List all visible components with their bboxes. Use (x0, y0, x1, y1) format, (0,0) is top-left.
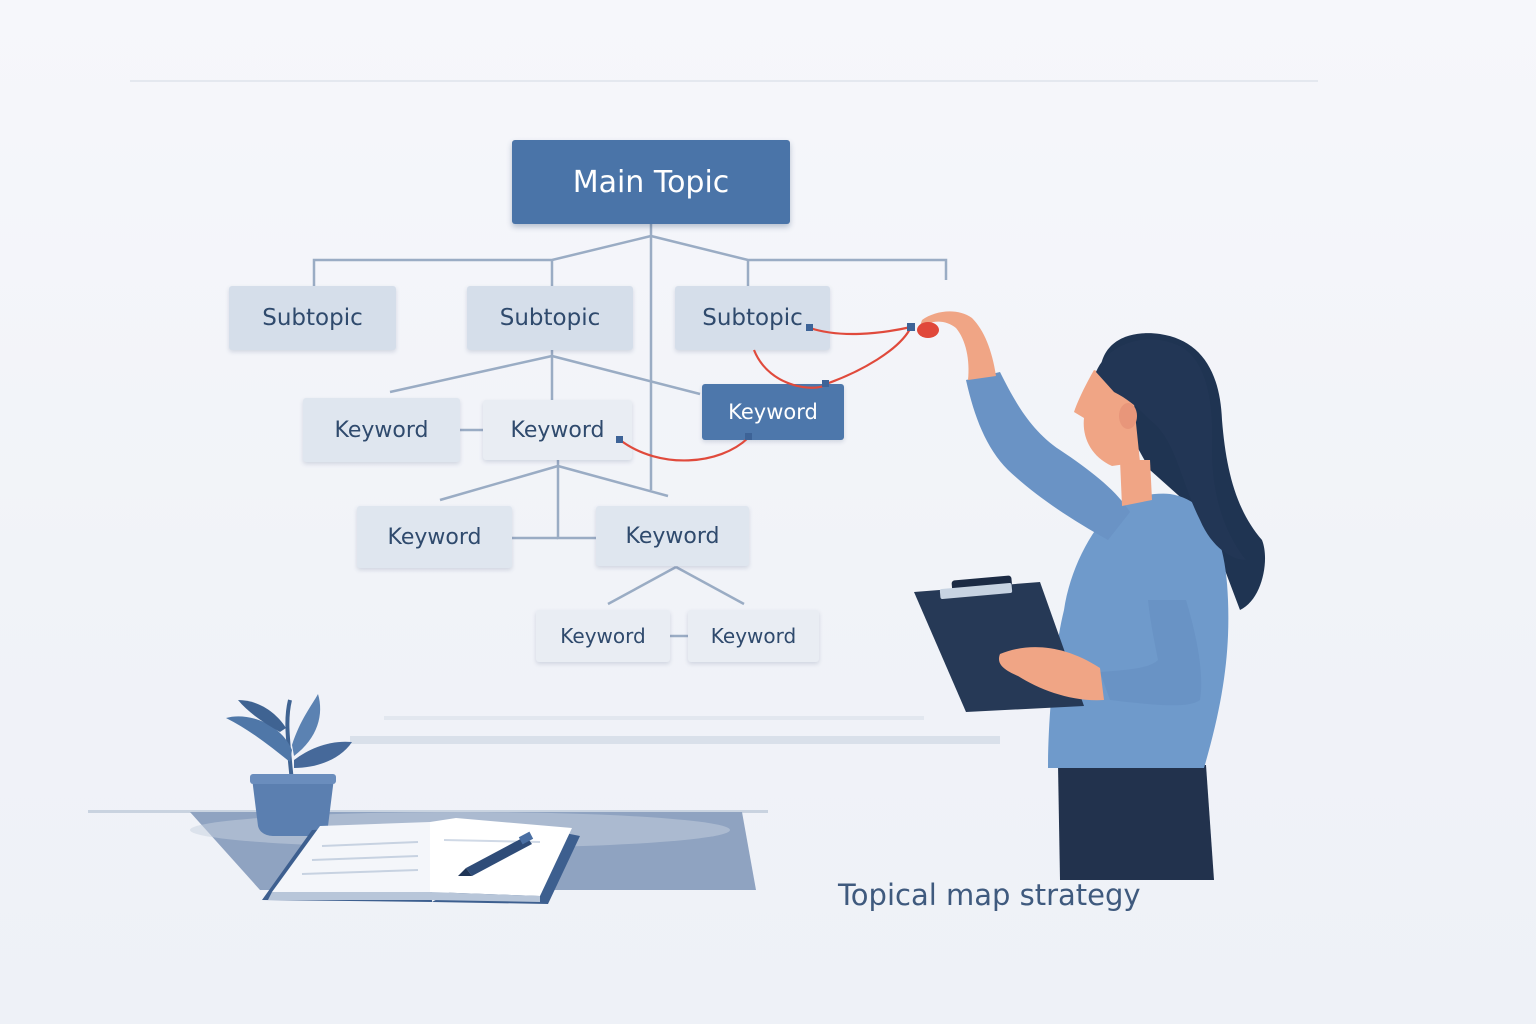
hand-marker (917, 322, 939, 338)
keyword-node: Keyword (303, 398, 460, 462)
connector-sub2-right (551, 354, 701, 396)
connector-kw4-right (675, 565, 745, 606)
board-shelf (350, 736, 1000, 744)
lower-arm (1100, 600, 1202, 706)
hand-raised (918, 311, 996, 380)
pen-icon (458, 831, 534, 876)
ear (1119, 403, 1137, 429)
board-shelf-top (384, 716, 924, 720)
connector-kw-right (557, 464, 669, 498)
keyword-node: Keyword (688, 610, 819, 662)
subtopic-node: Subtopic (467, 286, 633, 350)
connector-kw4-left (607, 565, 677, 606)
potted-plant-icon (226, 694, 352, 836)
body-shirt (1048, 493, 1229, 768)
link-anchor (822, 380, 829, 387)
connector-main-right (650, 234, 948, 280)
red-link-subtopic (809, 325, 912, 336)
connector-kw-left (439, 464, 559, 502)
hair-front (1096, 339, 1246, 560)
keyword-node: Keyword (596, 506, 749, 566)
subtopic-node: Subtopic (675, 286, 830, 350)
red-link-keyword (619, 437, 749, 462)
caption: Topical map strategy (838, 878, 1141, 912)
keyword-node: Keyword (483, 400, 632, 460)
link-anchor (907, 323, 915, 331)
link-anchor (806, 324, 813, 331)
connector-main-left (312, 234, 652, 287)
link-anchor (616, 436, 623, 443)
connector-sub2-left (389, 354, 553, 394)
hand-holding (998, 647, 1104, 701)
keyword-node-highlighted: Keyword (702, 384, 844, 440)
keyword-node: Keyword (357, 506, 512, 568)
neck (1120, 460, 1152, 506)
main-topic-node: Main Topic (512, 140, 790, 224)
open-notebook-icon (262, 818, 580, 904)
desk-edge (88, 810, 768, 813)
wall-top-line (130, 80, 1318, 82)
link-anchor (745, 433, 752, 440)
legs (1058, 765, 1214, 880)
raised-arm (966, 372, 1130, 540)
subtopic-node: Subtopic (229, 286, 396, 350)
keyword-node: Keyword (536, 610, 670, 662)
